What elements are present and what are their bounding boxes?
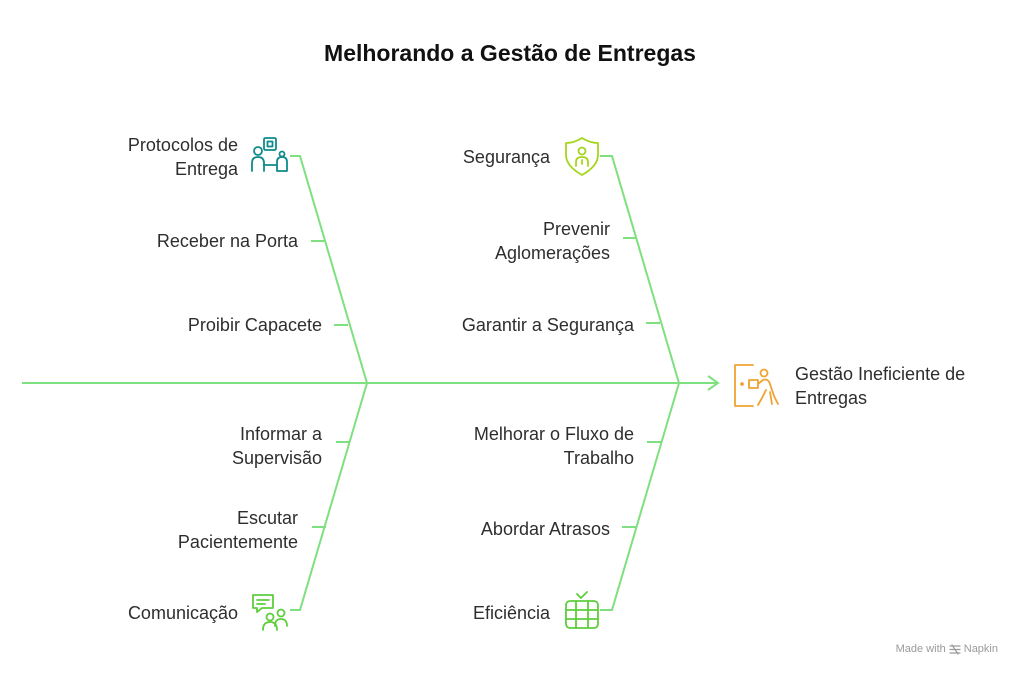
cause-garantir-label: Garantir a Segurança bbox=[461, 315, 634, 335]
cause-melhorar-label: Melhorar o Fluxo de Trabalho bbox=[474, 422, 634, 470]
cause-receber-label: Receber na Porta bbox=[156, 231, 298, 251]
bone-comunicacao bbox=[290, 382, 368, 611]
footer-brand: Napkin bbox=[963, 643, 998, 655]
shield-person-icon bbox=[565, 137, 599, 176]
bone-protocolos bbox=[290, 155, 368, 384]
cause-escutar-line1: Escutar bbox=[236, 508, 298, 528]
spine-arrowhead bbox=[707, 375, 720, 391]
napkin-logo-icon bbox=[949, 643, 961, 655]
footer-made-with: Made with bbox=[895, 643, 946, 655]
cause-prevenir-line1: Prevenir bbox=[542, 219, 610, 239]
category-seguranca-label: Segurança bbox=[462, 147, 550, 167]
cause-melhorar-line1: Melhorar o Fluxo de bbox=[473, 424, 634, 444]
category-comunicacao-label: Comunicação bbox=[127, 603, 238, 623]
reception-desk-icon bbox=[251, 137, 288, 172]
cause-escutar-line2: Pacientemente bbox=[177, 532, 298, 552]
category-eficiencia-label: Eficiência bbox=[472, 603, 550, 623]
cause-prevenir-line2: Aglomerações bbox=[494, 243, 610, 263]
cause-informar-line2: Supervisão bbox=[231, 448, 322, 468]
category-protocolos-line2: Entrega bbox=[174, 159, 238, 179]
delivery-person-icon bbox=[734, 364, 779, 407]
cause-escutar-label: Escutar Pacientemente bbox=[178, 506, 298, 554]
cause-proibir-label: Proibir Capacete bbox=[187, 315, 322, 335]
category-protocolos-label: Protocolos de Entrega bbox=[128, 133, 238, 181]
server-check-icon bbox=[565, 591, 599, 629]
cause-prevenir-label: Prevenir Aglomerações bbox=[495, 217, 610, 265]
bone-eficiencia bbox=[600, 382, 680, 611]
cause-melhorar-line2: Trabalho bbox=[563, 448, 634, 468]
page-title: Melhorando a Gestão de Entregas bbox=[324, 40, 696, 66]
cause-informar-label: Informar a Supervisão bbox=[232, 422, 322, 470]
cause-abordar-label: Abordar Atrasos bbox=[480, 519, 610, 539]
chat-people-icon bbox=[252, 594, 288, 631]
effect-line2: Entregas bbox=[795, 388, 868, 408]
effect-label: Gestão Ineficiente de Entregas bbox=[795, 362, 965, 410]
effect-line1: Gestão Ineficiente de bbox=[795, 364, 966, 384]
footer-watermark: Made with Napkin bbox=[896, 643, 998, 655]
category-protocolos-line1: Protocolos de bbox=[127, 135, 238, 155]
bone-seguranca bbox=[600, 155, 680, 384]
cause-informar-line1: Informar a bbox=[239, 424, 322, 444]
